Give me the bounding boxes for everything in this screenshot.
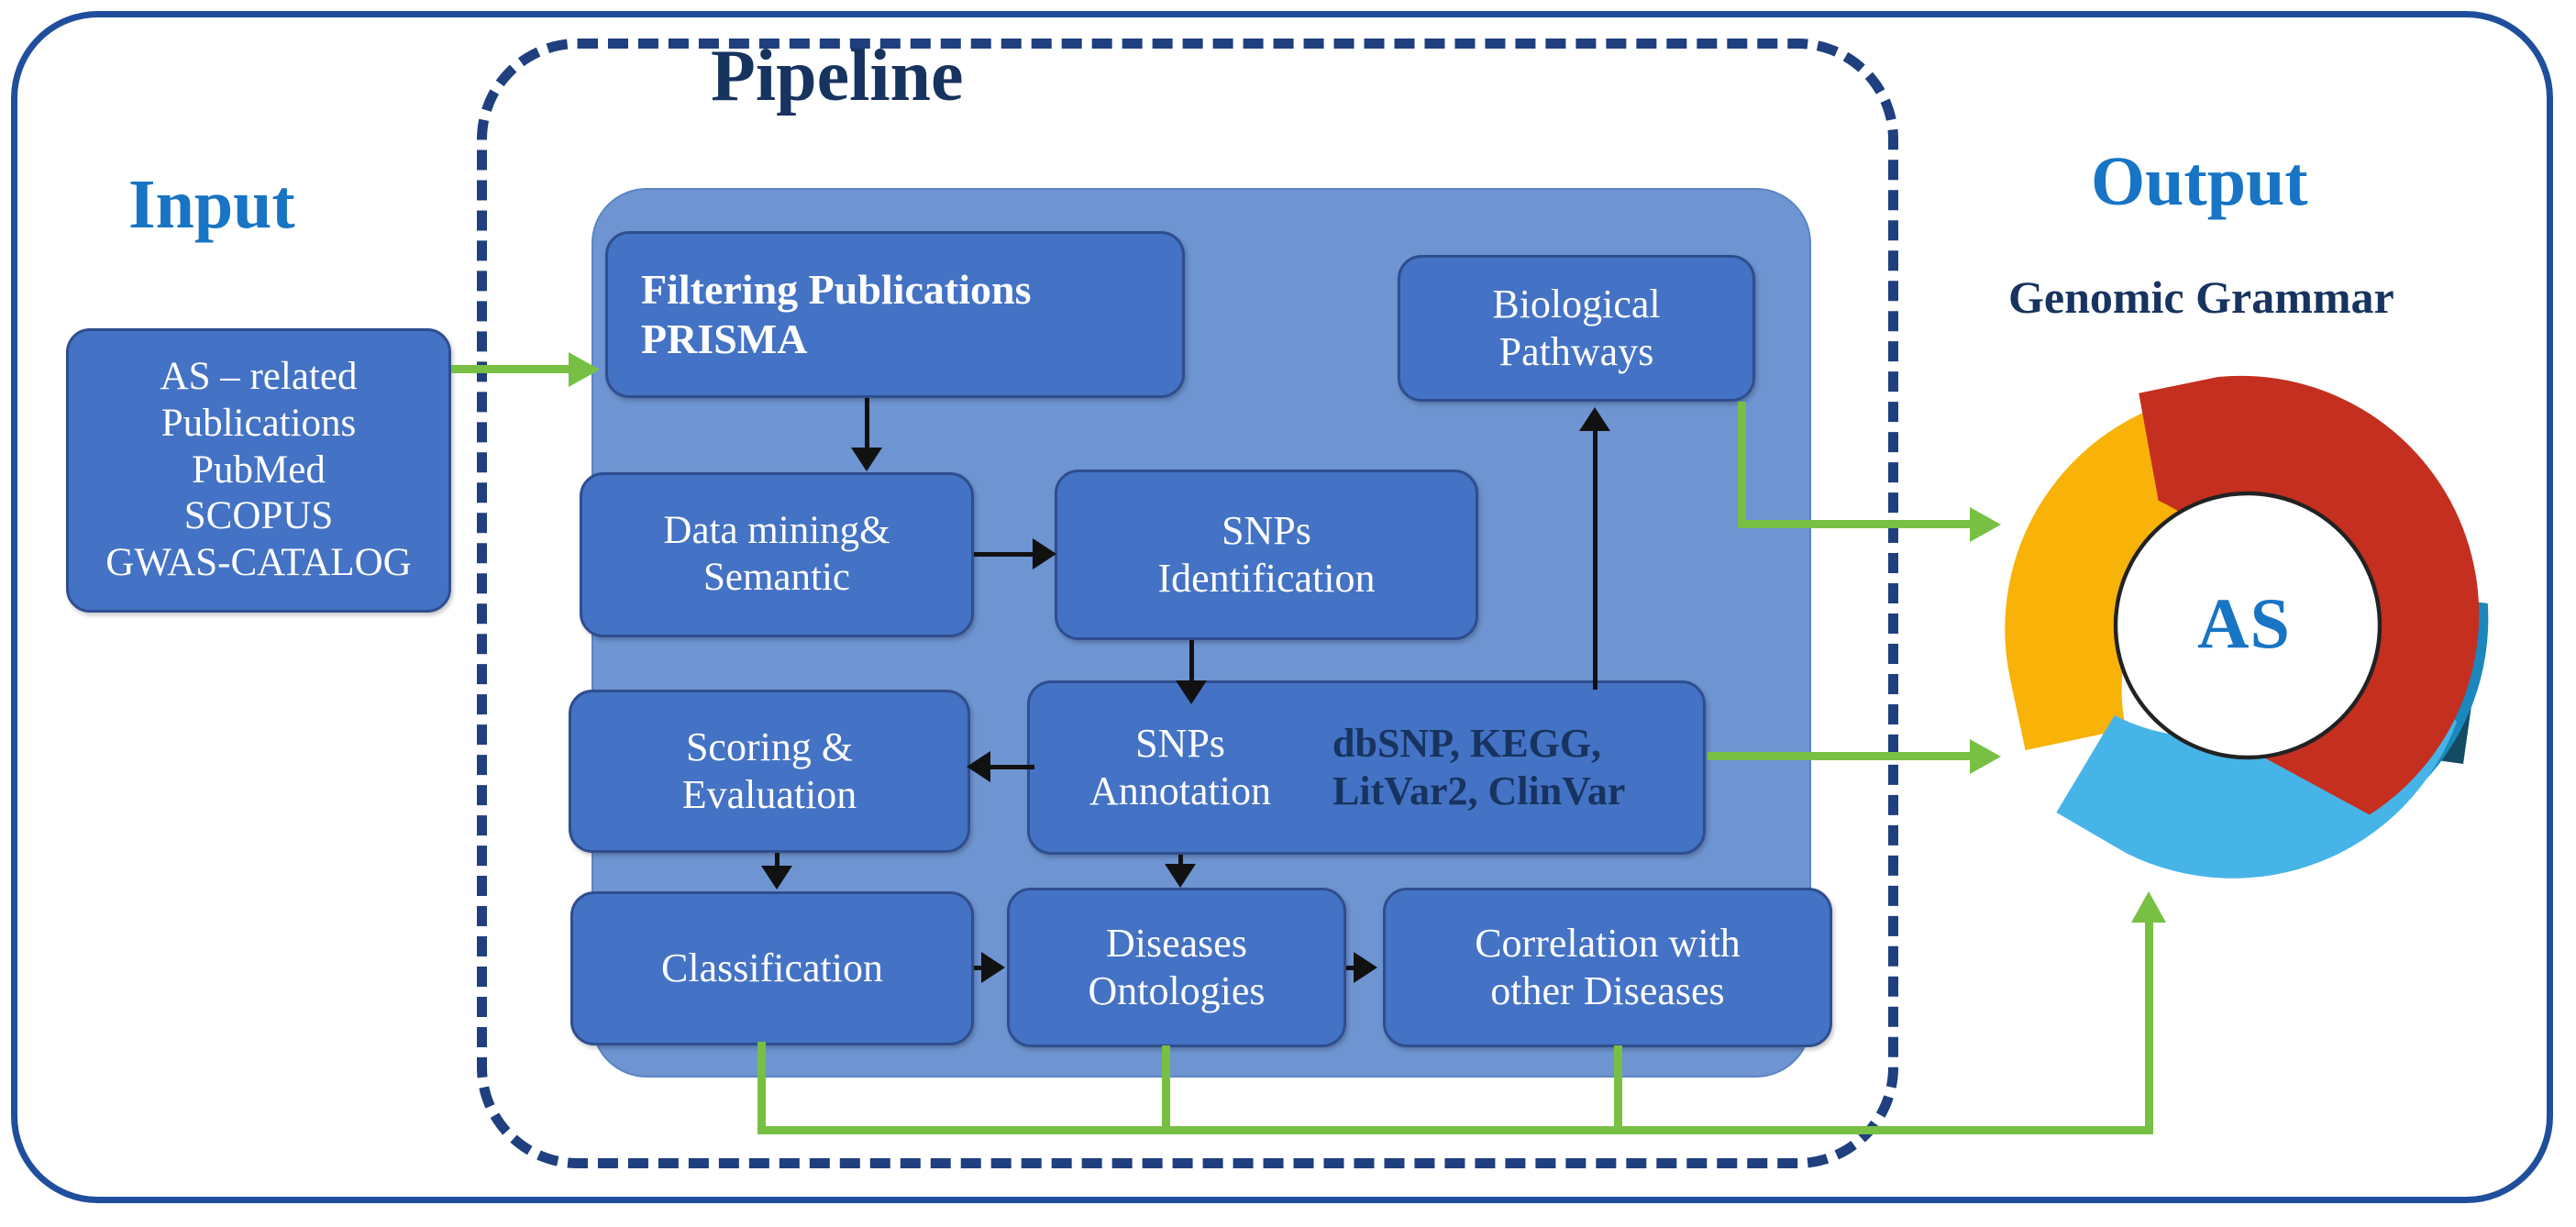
node-biological-pathways[interactable]: Biological Pathways (1398, 255, 1755, 402)
green-classification-down (757, 1042, 766, 1133)
node-correlation-other-diseases[interactable]: Correlation with other Diseases (1383, 888, 1832, 1047)
connector-ontologies-to-correlation-arrow (1354, 952, 1377, 983)
green-pathways-to-output-arrow (1970, 507, 2001, 542)
green-ontologies-down (1162, 1045, 1170, 1133)
connector-filtering-to-datamining-arrow (851, 448, 882, 471)
connector-filtering-to-datamining-line (865, 398, 869, 449)
node-biological-pathways-label: Biological Pathways (1492, 282, 1661, 374)
node-snps-identification[interactable]: SNPs Identification (1055, 470, 1478, 640)
connector-annotation-to-pathways-line (1593, 431, 1598, 690)
node-correlation-other-diseases-label: Correlation with other Diseases (1475, 921, 1741, 1013)
genomic-grammar-logo: AS (1949, 339, 2536, 908)
logo-center-label: AS (2197, 583, 2291, 663)
green-bottom-to-output-arrow (2131, 891, 2166, 923)
connector-snpsid-to-annotation-line (1189, 640, 1194, 684)
connector-annotation-to-ontologies-line (1178, 855, 1183, 868)
node-filtering-publications-label: Filtering Publications PRISMA (641, 265, 1032, 362)
green-annotation-out-horizontal (1708, 752, 1973, 760)
node-scoring-evaluation[interactable]: Scoring & Evaluation (569, 690, 970, 853)
connector-scoring-to-classification-arrow (761, 866, 792, 890)
node-diseases-ontologies-label: Diseases Ontologies (1088, 921, 1266, 1013)
pipeline-section-title: Pipeline (711, 36, 964, 116)
node-filtering-publications[interactable]: Filtering Publications PRISMA (605, 231, 1185, 398)
node-snps-annotation[interactable]: SNPs Annotation dbSNP, KEGG, LitVar2, Cl… (1027, 680, 1706, 855)
green-pathways-out-vertical (1738, 402, 1746, 527)
output-subtitle: Genomic Grammar (2008, 271, 2394, 323)
green-bottom-up-line (2145, 917, 2153, 1130)
green-pathways-out-horizontal (1738, 520, 1973, 528)
node-scoring-evaluation-label: Scoring & Evaluation (681, 724, 857, 817)
logo-center-circle (2113, 491, 2383, 760)
connector-annotation-to-pathways-arrow (1579, 407, 1610, 431)
connector-datamining-to-snpsid-arrow (1033, 538, 1056, 569)
connector-classification-to-ontologies-line (974, 966, 987, 970)
node-classification[interactable]: Classification (570, 891, 974, 1045)
node-input-sources-label: AS – related Publications PubMed SCOPUS … (105, 355, 412, 585)
node-input-sources[interactable]: AS – related Publications PubMed SCOPUS … (66, 328, 451, 613)
node-snps-annotation-label: SNPs Annotation (1089, 721, 1271, 813)
green-input-to-pipeline-arrow (569, 352, 600, 387)
connector-snpsid-to-annotation-arrow (1176, 680, 1207, 704)
node-snps-annotation-databases: dbSNP, KEGG, LitVar2, ClinVar (1332, 721, 1626, 813)
connector-datamining-to-snpsid-line (974, 552, 1034, 557)
input-section-title: Input (128, 166, 295, 243)
connector-annotation-to-scoring-arrow (967, 751, 990, 782)
node-classification-label: Classification (661, 945, 883, 991)
connector-annotation-to-scoring-line (990, 765, 1034, 769)
green-bottom-bus (757, 1126, 2153, 1134)
connector-ontologies-to-correlation-line (1346, 966, 1359, 970)
node-diseases-ontologies[interactable]: Diseases Ontologies (1007, 888, 1346, 1047)
green-input-to-pipeline-line (451, 365, 570, 373)
node-data-mining-semantic[interactable]: Data mining& Semantic (580, 472, 974, 637)
green-annotation-to-output-arrow (1970, 739, 2001, 774)
node-data-mining-semantic-label: Data mining& Semantic (663, 509, 890, 599)
green-correlation-down (1614, 1045, 1622, 1133)
node-snps-identification-label: SNPs Identification (1157, 508, 1376, 601)
connector-classification-to-ontologies-arrow (981, 952, 1005, 983)
connector-annotation-to-ontologies-arrow (1165, 864, 1196, 888)
pipeline-dashed-boundary (477, 39, 1898, 1168)
output-section-title: Output (2091, 143, 2308, 220)
connector-scoring-to-classification-line (775, 853, 779, 869)
